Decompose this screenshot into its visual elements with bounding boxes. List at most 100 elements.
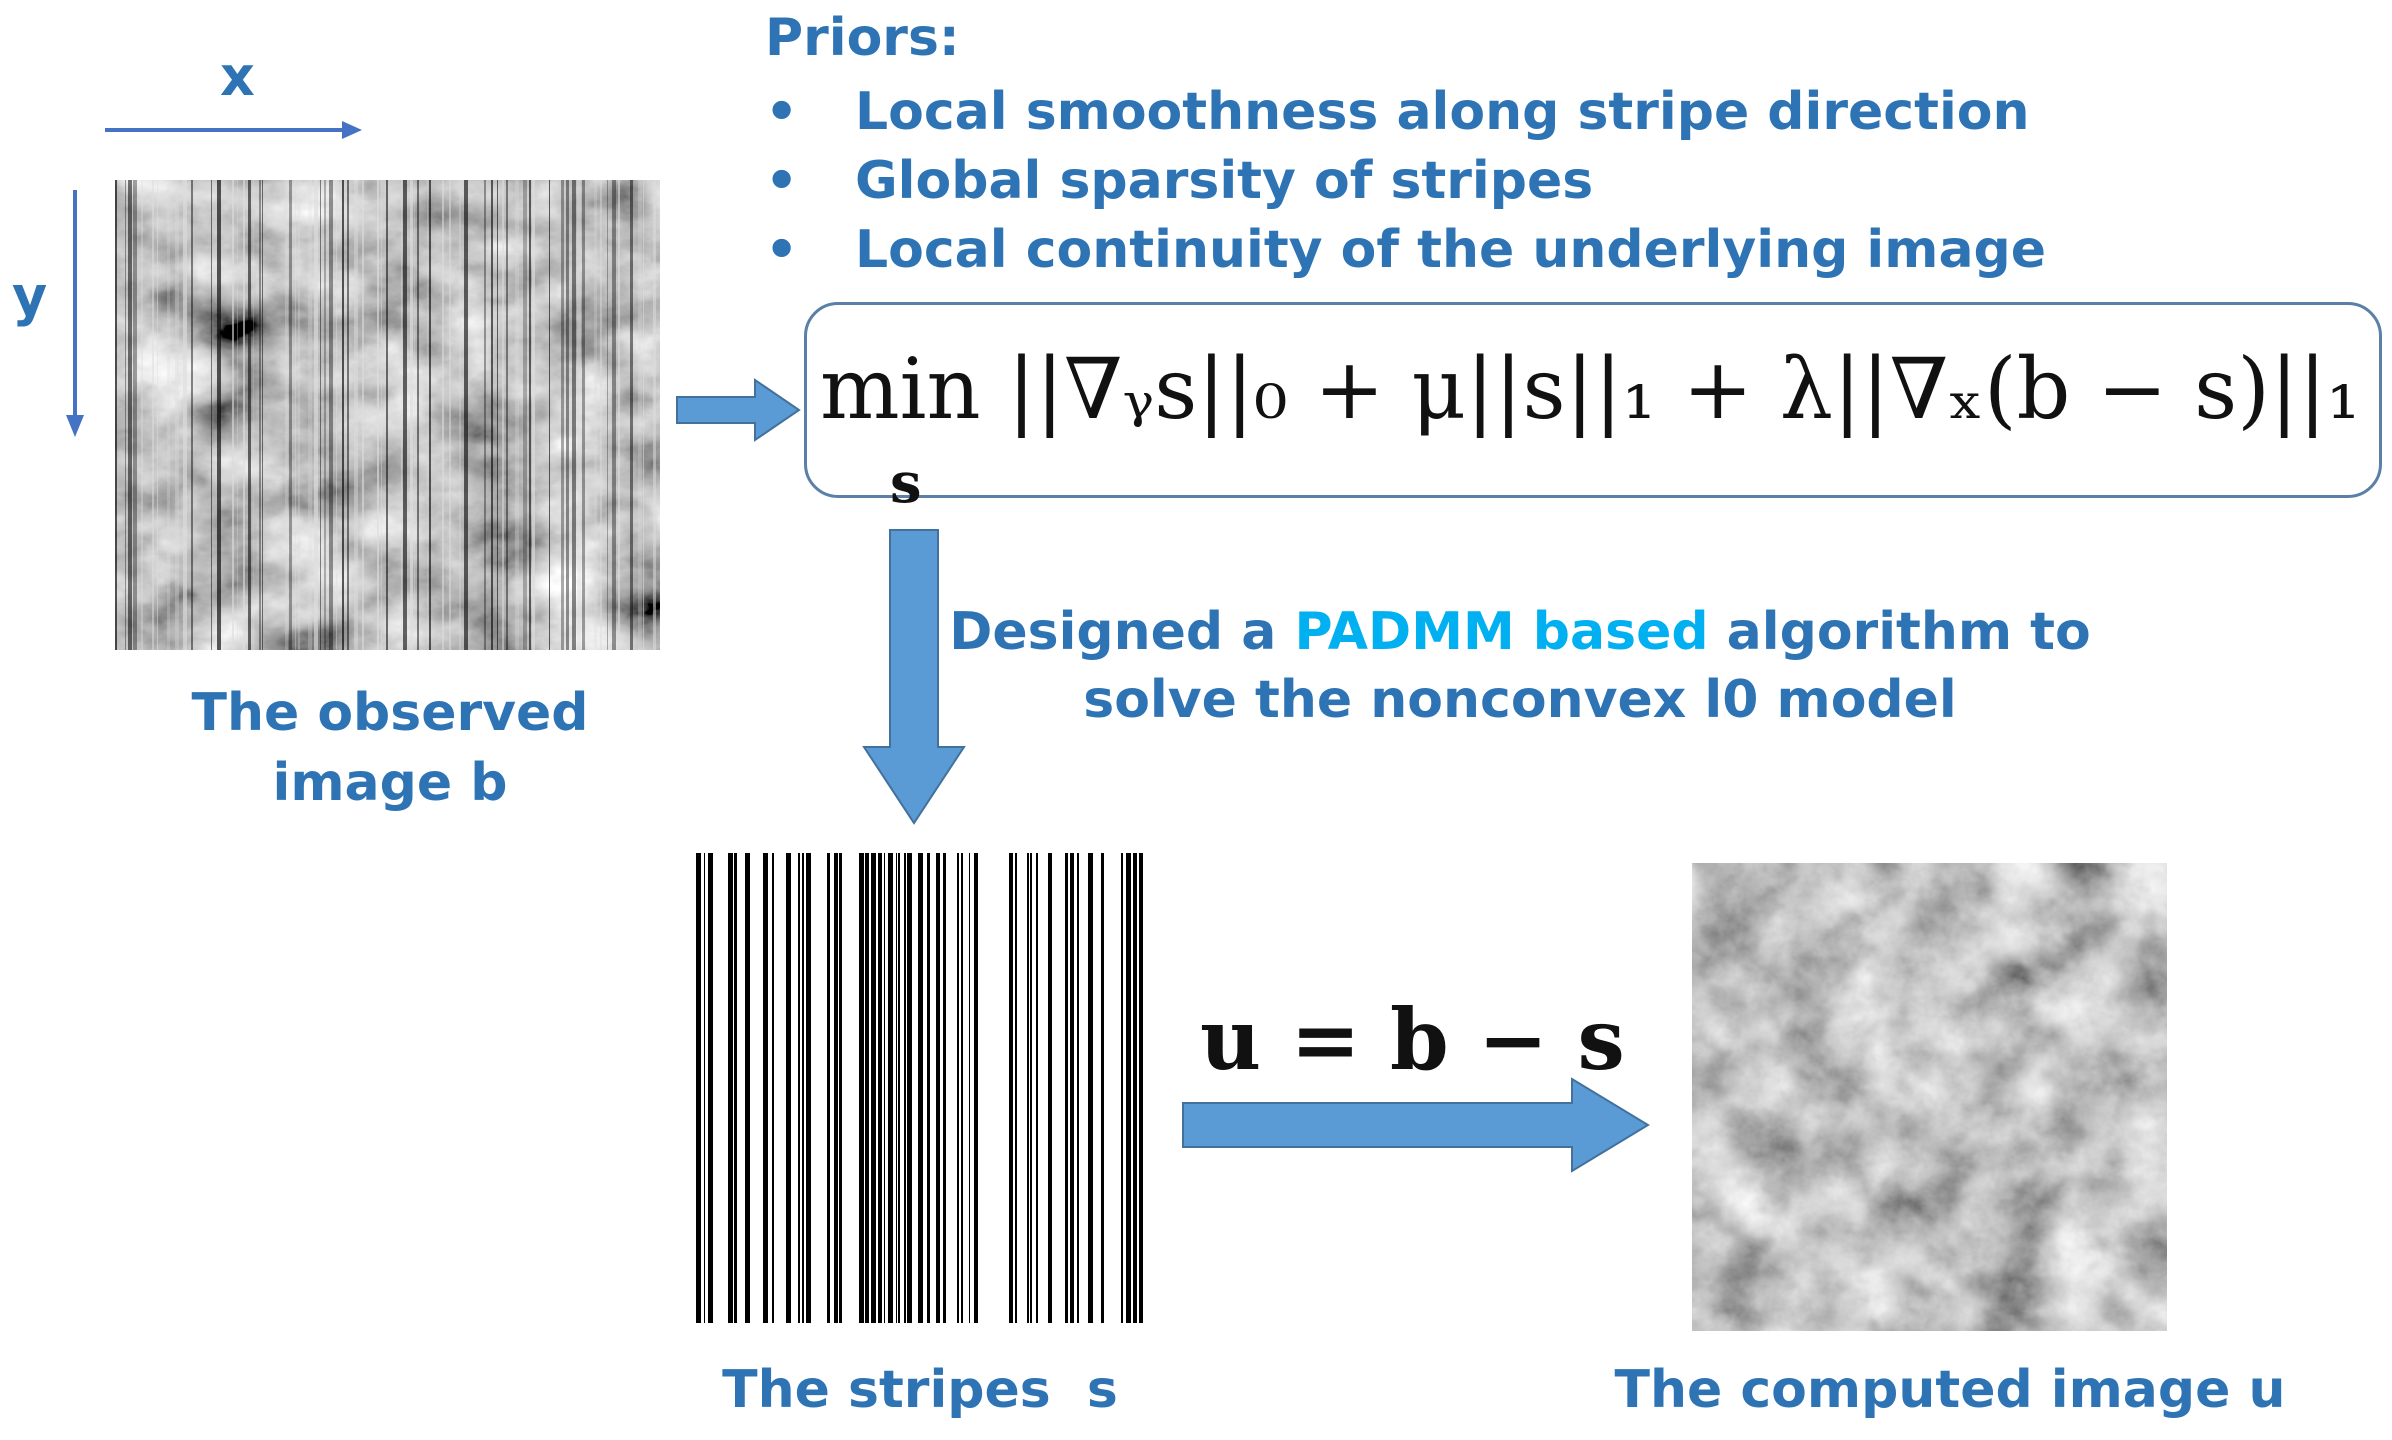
stripe-bar (798, 853, 800, 1323)
stripe-line (532, 180, 535, 650)
observed-caption-line1: The observed (191, 683, 589, 743)
stripe-overlay (115, 180, 656, 650)
computed-image (1692, 863, 2167, 1331)
stripe-line (566, 180, 569, 650)
stripe-line (125, 180, 126, 650)
stripe-line (618, 180, 620, 650)
stripe-bar (1027, 853, 1029, 1323)
stripe-line (449, 180, 451, 650)
observed-caption-line2: image b (272, 753, 508, 813)
stripe-bar (918, 853, 923, 1323)
right-arrow-to-computed (1182, 1077, 1650, 1173)
stripe-line (515, 180, 519, 650)
stripe-bar (806, 853, 811, 1323)
priors-title: Priors: (765, 8, 960, 68)
stripe-line (414, 180, 415, 650)
x-axis-label: x (220, 45, 255, 108)
objective-formula-box (804, 302, 2382, 498)
prior-item-smoothness: •Local smoothness along stripe direction (765, 82, 2030, 142)
stripe-bar (728, 853, 733, 1323)
stripe-line (157, 180, 158, 650)
stripe-line (347, 180, 349, 650)
stripe-bar (957, 853, 959, 1323)
stripe-bar (696, 853, 701, 1323)
stripe-line (253, 180, 254, 650)
stripe-line (386, 180, 388, 650)
stripes-image (685, 853, 1160, 1323)
stripes-caption: The stripes s (722, 1360, 1118, 1420)
stripe-line (248, 180, 251, 650)
stripe-line (417, 180, 419, 650)
down-arrow-to-stripes (862, 529, 966, 825)
stripe-line (141, 180, 143, 650)
stripe-bar (865, 853, 869, 1323)
stripe-bar (708, 853, 713, 1323)
stripe-line (262, 180, 263, 650)
stripe-line (237, 180, 238, 650)
stripe-bar (772, 853, 774, 1323)
stripe-bar (1139, 853, 1143, 1323)
stripe-bar (839, 853, 842, 1323)
stripe-bar (888, 853, 893, 1323)
stripe-line (354, 180, 358, 650)
stripe-line (329, 180, 333, 650)
stripe-bar (1065, 853, 1068, 1323)
stripe-line (638, 180, 642, 650)
stripe-bar (1070, 853, 1074, 1323)
stripe-bar (1088, 853, 1093, 1323)
stripe-line (653, 180, 656, 650)
stripe-bar (1015, 853, 1017, 1323)
stripe-line (401, 180, 402, 650)
stripe-bar (898, 853, 900, 1323)
stripe-line (572, 180, 576, 650)
stripe-line (594, 180, 597, 650)
stripe-line (183, 180, 187, 650)
computed-image-graphic (1692, 863, 2167, 1331)
stripe-line (429, 180, 431, 650)
stripe-bar (884, 853, 885, 1323)
stripe-bar (896, 853, 897, 1323)
stripe-bar (878, 853, 882, 1323)
stripe-line (403, 180, 407, 650)
algorithm-line2: solve the nonconvex l0 model (1083, 670, 1957, 730)
stripe-line (577, 180, 581, 650)
stripe-line (362, 180, 364, 650)
stripe-line (549, 180, 550, 650)
stripe-line (582, 180, 585, 650)
stripe-bar (974, 853, 978, 1323)
stripe-line (211, 180, 212, 650)
stripe-line (314, 180, 318, 650)
priors-list: •Local smoothness along stripe direction… (765, 78, 2046, 285)
objective-formula-text: min ||∇ᵧs||₀ + μ||s||₁ + λ||∇ₓ(b − s)||₁ (820, 340, 2361, 438)
stripe-bar (1133, 853, 1137, 1323)
stripe-line (232, 180, 234, 650)
stripe-line (152, 180, 154, 650)
stripe-line (464, 180, 468, 650)
stripes-image-graphic (696, 853, 1143, 1323)
stripe-line (243, 180, 245, 650)
stripe-line (459, 180, 461, 650)
stripe-bar (1101, 853, 1104, 1323)
stripe-line (289, 180, 292, 650)
stripe-bar (1009, 853, 1013, 1323)
right-arrow-to-formula (676, 378, 801, 442)
stripe-line (115, 180, 117, 650)
stripe-bar (745, 853, 750, 1323)
stripe-line (298, 180, 300, 650)
stripe-line (175, 180, 179, 650)
stripe-bar (961, 853, 963, 1323)
stripe-line (342, 180, 344, 650)
stripe-line (308, 180, 312, 650)
stripe-bar (834, 853, 838, 1323)
stripe-line (295, 180, 296, 650)
stripe-bar (1030, 853, 1032, 1323)
stripe-line (324, 180, 326, 650)
stripe-line (484, 180, 486, 650)
stripe-bar (734, 853, 737, 1323)
stripe-line (506, 180, 508, 650)
stripe-line (133, 180, 137, 650)
y-axis-label: y (12, 265, 48, 328)
stripe-bar (859, 853, 864, 1323)
stripe-line (643, 180, 644, 650)
stripe-line (128, 180, 132, 650)
